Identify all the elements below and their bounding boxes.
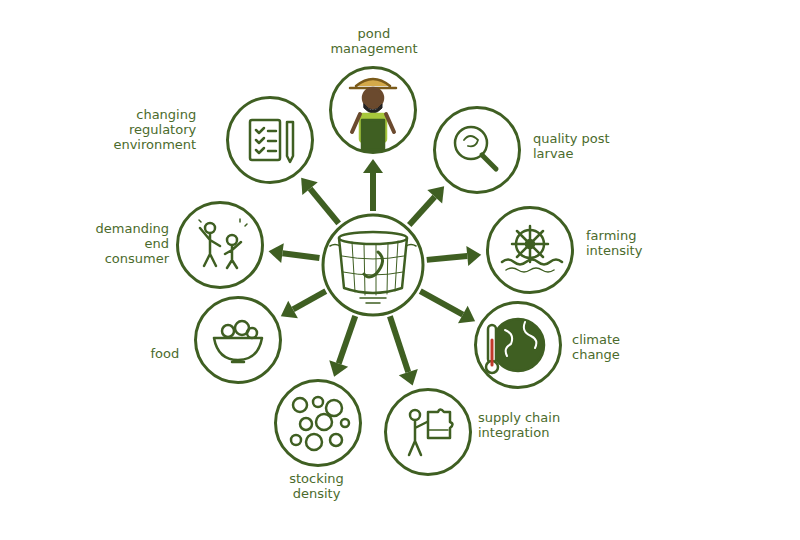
topic-circle: demanding end consumer xyxy=(176,201,264,289)
arrow-shaft xyxy=(427,256,468,260)
arrow-shaft xyxy=(420,291,463,314)
arrow-head xyxy=(427,186,444,203)
arrow-shaft xyxy=(409,197,435,225)
arrow-head xyxy=(329,360,348,377)
arrow-shaft xyxy=(370,173,376,211)
topic-circle: food xyxy=(194,296,282,384)
topic-circle: supply chain integration xyxy=(384,388,472,476)
arrow-shaft xyxy=(282,253,319,258)
topic-label: climate change xyxy=(572,332,655,362)
arrow-shaft xyxy=(310,189,339,224)
topic-circle: farming intensity xyxy=(486,206,574,294)
arrow-shaft xyxy=(293,291,326,309)
topic-circle: changing regulatory environment xyxy=(226,96,314,184)
arrow-shaft xyxy=(390,316,408,372)
topic-label: changing regulatory environment xyxy=(112,107,196,152)
topic-label: quality post larvae xyxy=(533,131,616,161)
arrow-head xyxy=(281,301,298,318)
topic-circle: pond management xyxy=(329,66,417,154)
arrow-head xyxy=(269,243,284,263)
arrow-head xyxy=(399,369,418,385)
arrow-head xyxy=(301,178,318,195)
topic-circle: quality post larvae xyxy=(433,106,521,194)
topic-label: farming intensity xyxy=(586,228,669,258)
topic-label: food xyxy=(149,346,179,361)
arrow-head xyxy=(466,246,481,266)
arrow-head xyxy=(458,306,475,324)
topic-label: supply chain integration xyxy=(478,410,561,440)
topic-label: stocking density xyxy=(275,471,358,501)
topic-circle: climate change xyxy=(474,301,562,389)
topic-label: demanding end consumer xyxy=(86,221,169,266)
topic-circle: stocking density xyxy=(274,379,362,467)
topic-label: pond management xyxy=(329,26,418,56)
arrow-shaft xyxy=(339,316,356,364)
arrow-head xyxy=(363,159,383,173)
